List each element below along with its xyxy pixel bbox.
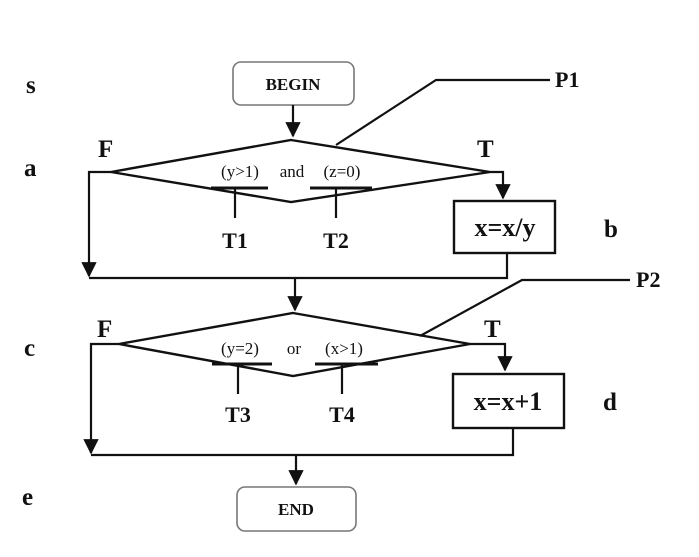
path-p1-callout xyxy=(335,78,550,146)
decision-2-operator: or xyxy=(287,339,302,358)
decision-1-left-condition: (y>1) xyxy=(221,162,259,181)
merge-line-1 xyxy=(89,253,509,280)
decision-2-false-label: F xyxy=(97,316,112,343)
row-label-c: c xyxy=(24,335,35,362)
decision-1-right-condition: (z=0) xyxy=(324,162,361,181)
row-label-b: b xyxy=(604,216,618,243)
decision-2-true-label: T xyxy=(484,316,501,343)
true-branch-arrow xyxy=(490,170,511,200)
decision-2-diamond xyxy=(118,311,471,378)
decision-1-false-label: F xyxy=(98,136,113,163)
condition-label-t1: T1 xyxy=(222,228,248,253)
false-branch-arrow xyxy=(81,170,111,278)
decision-2-right-condition: (x>1) xyxy=(325,339,363,358)
begin-label: BEGIN xyxy=(266,75,322,94)
decision-1-operator: and xyxy=(280,162,305,181)
path-p2-label: P2 xyxy=(636,267,660,292)
end-terminal xyxy=(236,486,357,532)
condition-label-t3: T3 xyxy=(225,402,251,427)
row-label-s: s xyxy=(26,72,36,99)
row-label-d: d xyxy=(603,389,617,416)
decision-2-left-condition: (y=2) xyxy=(221,339,259,358)
row-label-a: a xyxy=(24,155,37,182)
row-label-e: e xyxy=(22,484,33,511)
end-label: END xyxy=(278,500,314,519)
false-branch-arrow xyxy=(83,342,119,455)
process-box-1 xyxy=(452,199,557,255)
process-2-label: x=x+1 xyxy=(474,387,543,416)
decision-1-true-label: T xyxy=(477,136,494,163)
process-box-2 xyxy=(451,372,566,430)
true-branch-arrow xyxy=(470,342,513,372)
process-1-label: x=x/y xyxy=(474,213,535,242)
decision-1-diamond xyxy=(110,138,491,204)
merge-line-2 xyxy=(91,428,515,457)
condition-label-t4: T4 xyxy=(329,402,355,427)
path-p1-label: P1 xyxy=(555,67,579,92)
path-p2-callout xyxy=(419,278,630,337)
condition-label-t2: T2 xyxy=(323,228,349,253)
